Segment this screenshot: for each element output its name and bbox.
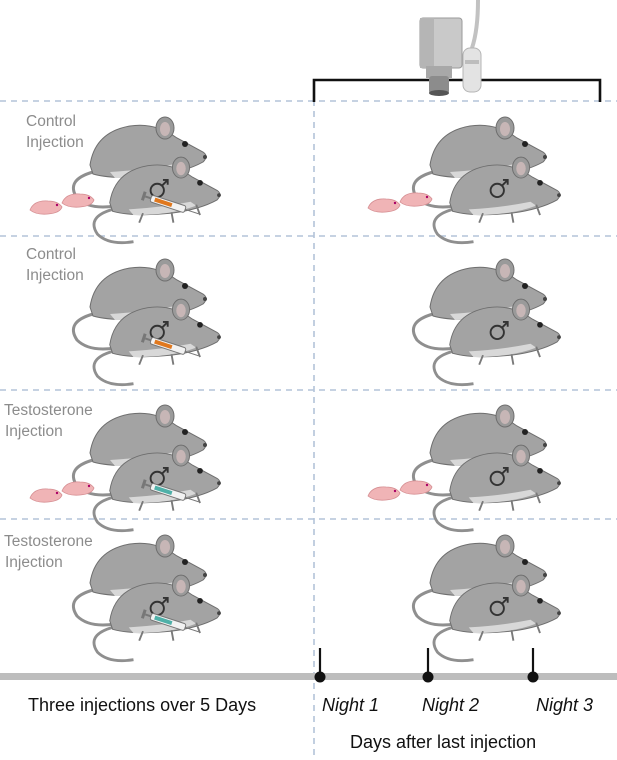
- night-3-label: Night 3: [536, 695, 594, 715]
- row-label-4: Testosterone Injection: [4, 531, 93, 573]
- pup-icon-left-a-row3: [29, 488, 63, 503]
- pup-icon-right-a-row3: [367, 486, 401, 501]
- row-label-4-line1: Testosterone: [4, 533, 93, 550]
- pup-icon-left-b-row1: [61, 193, 95, 208]
- microphone-icon: [462, 0, 482, 93]
- row-label-3-line2: Injection: [5, 423, 63, 440]
- syringe-icon-row2: [140, 333, 199, 357]
- syringe-icon-row4: [140, 609, 199, 633]
- row-label-1-line1: Control: [26, 113, 76, 130]
- male-symbol-icon: [489, 467, 509, 487]
- night-2-marker: [422, 648, 434, 683]
- male-mouse-right-row1: [432, 156, 561, 245]
- syringe-icon-row1: [140, 191, 199, 215]
- row-label-2: Control Injection: [26, 244, 84, 286]
- row-label-3: Testosterone Injection: [4, 400, 93, 442]
- male-mouse-right-row3: [432, 444, 561, 533]
- row-label-4-line2: Injection: [5, 554, 63, 571]
- night-1-marker: [314, 648, 326, 683]
- pup-icon-left-b-row3: [61, 481, 95, 496]
- injection-period-label: Three injections over 5 Days: [28, 695, 257, 715]
- days-after-caption: Days after last injection: [350, 732, 537, 752]
- row-label-2-line1: Control: [26, 246, 76, 263]
- timeline-markers: [314, 648, 539, 683]
- night-1-label: Night 1: [322, 695, 380, 715]
- timeline-bar: [0, 673, 617, 680]
- male-mouse-left-row1: [92, 156, 221, 245]
- pup-icon-right-a-row1: [367, 198, 401, 213]
- male-symbol-icon: [489, 597, 509, 617]
- male-mouse-left-row3: [92, 444, 221, 533]
- row-label-2-line2: Injection: [26, 267, 84, 284]
- pup-icon-right-b-row3: [399, 480, 433, 495]
- row-label-1: Control Injection: [26, 111, 84, 153]
- recording-bracket: [312, 78, 602, 102]
- syringe-icon-row3: [140, 479, 199, 503]
- male-mouse-right-row2: [432, 298, 561, 387]
- male-mouse-right-row4: [432, 574, 561, 663]
- male-mouse-left-row4: [92, 574, 221, 663]
- row-label-1-line2: Injection: [26, 134, 84, 151]
- row-label-3-line1: Testosterone: [4, 402, 93, 419]
- pup-icon-left-a-row1: [29, 200, 63, 215]
- night-2-label: Night 2: [422, 695, 480, 715]
- pup-icon-right-b-row1: [399, 192, 433, 207]
- male-symbol-icon: [489, 179, 509, 199]
- mice-layer: [29, 116, 561, 663]
- male-symbol-icon: [489, 321, 509, 341]
- camera-icon: [419, 17, 463, 96]
- night-3-marker: [527, 648, 539, 683]
